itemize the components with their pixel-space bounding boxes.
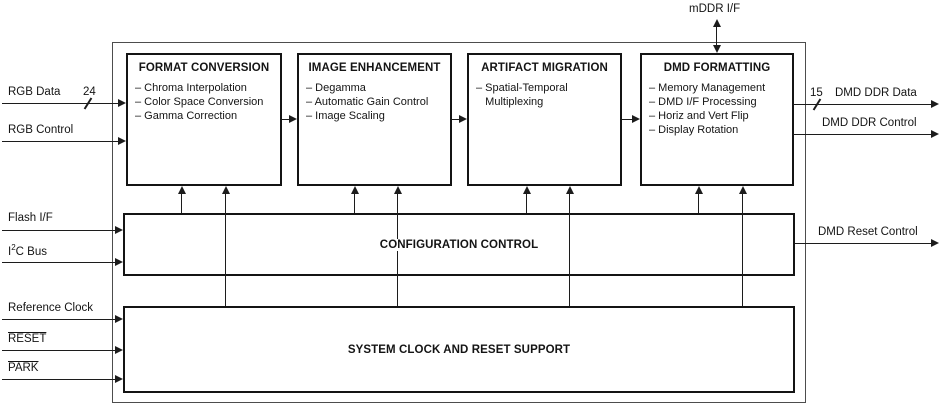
connector-config-to-am — [526, 192, 527, 213]
arrowhead-right-icon — [115, 346, 123, 354]
block-system-clock-reset: SYSTEM CLOCK AND RESET SUPPORT — [123, 306, 795, 393]
arrowhead-up-icon — [178, 186, 186, 194]
signal-line-i2c-bus — [2, 262, 116, 263]
bus-width-dmd-ddr-data: 15 — [810, 87, 823, 99]
arrowhead-down-icon — [713, 45, 721, 53]
signal-label-rgb-data: RGB Data — [8, 86, 61, 98]
block-dmd-formatting: DMD FORMATTING – Memory Management – DMD… — [640, 53, 794, 186]
arrowhead-right-icon — [115, 226, 123, 234]
block-item: – Automatic Gain Control — [306, 96, 429, 108]
arrowhead-up-icon — [351, 186, 359, 194]
signal-label-dmd-reset-control: DMD Reset Control — [818, 226, 918, 238]
arrowhead-right-icon — [931, 130, 939, 138]
connector-ie-to-am — [452, 119, 462, 120]
block-title: FORMAT CONVERSION — [138, 62, 270, 74]
block-item: Multiplexing — [476, 96, 544, 108]
connector-config-to-fc — [181, 192, 182, 213]
signal-line-mddr-if — [716, 24, 717, 50]
arrowhead-up-icon — [523, 186, 531, 194]
arrowhead-right-icon — [115, 315, 123, 323]
arrowhead-right-icon — [115, 258, 123, 266]
block-title: DMD FORMATTING — [663, 62, 771, 74]
arrowhead-right-icon — [289, 115, 297, 123]
block-item: – Chroma Interpolation — [135, 82, 247, 94]
block-title: IMAGE ENHANCEMENT — [308, 62, 441, 74]
block-item: – Spatial-Temporal — [476, 82, 568, 94]
arrowhead-up-icon — [394, 186, 402, 194]
block-item: – Degamma — [306, 82, 366, 94]
connector-config-to-ie — [354, 192, 355, 213]
signal-label-i2c-bus: I2C Bus — [8, 243, 47, 258]
signal-label-flash-if: Flash I/F — [8, 212, 53, 224]
signal-line-park — [2, 379, 116, 380]
arrowhead-up-icon — [695, 186, 703, 194]
arrowhead-up-icon — [566, 186, 574, 194]
block-item: – Display Rotation — [649, 124, 739, 136]
signal-label-dmd-ddr-data: DMD DDR Data — [835, 87, 917, 99]
signal-line-dmd-ddr-data — [793, 104, 932, 105]
arrowhead-right-icon — [931, 239, 939, 247]
signal-line-dmd-reset-control — [795, 243, 932, 244]
signal-line-dmd-ddr-control — [793, 134, 932, 135]
connector-sysclk-to-dmd — [742, 192, 743, 306]
signal-label-park: PARK — [8, 362, 39, 374]
block-title: CONFIGURATION CONTROL — [371, 238, 547, 251]
block-format-conversion: FORMAT CONVERSION – Chroma Interpolation… — [126, 53, 282, 186]
block-configuration-control: CONFIGURATION CONTROL — [123, 213, 795, 276]
arrowhead-right-icon — [459, 115, 467, 123]
arrowhead-right-icon — [632, 115, 640, 123]
arrowhead-right-icon — [118, 137, 126, 145]
connector-fc-to-ie — [282, 119, 292, 120]
connector-am-to-dmd — [622, 119, 635, 120]
arrowhead-right-icon — [118, 99, 126, 107]
connector-config-to-dmd — [698, 192, 699, 213]
block-item: – Image Scaling — [306, 110, 385, 122]
block-item: – Horiz and Vert Flip — [649, 110, 749, 122]
block-item: – Memory Management — [649, 82, 766, 94]
signal-label-mddr-if: mDDR I/F — [689, 3, 741, 15]
arrowhead-right-icon — [115, 375, 123, 383]
arrowhead-up-icon — [739, 186, 747, 194]
block-item: – Color Space Conversion — [135, 96, 264, 108]
signal-line-reference-clock — [2, 319, 116, 320]
signal-line-reset — [2, 350, 116, 351]
block-item: – Gamma Correction — [135, 110, 238, 122]
signal-label-reset: RESET — [8, 333, 47, 345]
bus-width-rgb-data: 24 — [83, 86, 96, 98]
arrowhead-up-icon — [713, 19, 721, 27]
signal-label-rgb-control: RGB Control — [8, 124, 74, 136]
signal-label-dmd-ddr-control: DMD DDR Control — [822, 117, 917, 129]
arrowhead-right-icon — [931, 100, 939, 108]
signal-line-flash-if — [2, 230, 116, 231]
connector-sysclk-to-am — [569, 192, 570, 306]
block-title: SYSTEM CLOCK AND RESET SUPPORT — [339, 343, 579, 356]
block-item: – DMD I/F Processing — [649, 96, 757, 108]
arrowhead-up-icon — [222, 186, 230, 194]
signal-label-reference-clock: Reference Clock — [8, 302, 94, 314]
signal-line-rgb-control — [2, 141, 119, 142]
block-title: ARTIFACT MIGRATION — [481, 62, 608, 74]
connector-sysclk-to-fc — [225, 192, 226, 306]
block-image-enhancement: IMAGE ENHANCEMENT – Degamma – Automatic … — [297, 53, 452, 186]
block-artifact-migration: ARTIFACT MIGRATION – Spatial-Temporal Mu… — [467, 53, 622, 186]
signal-line-rgb-data — [2, 103, 119, 104]
